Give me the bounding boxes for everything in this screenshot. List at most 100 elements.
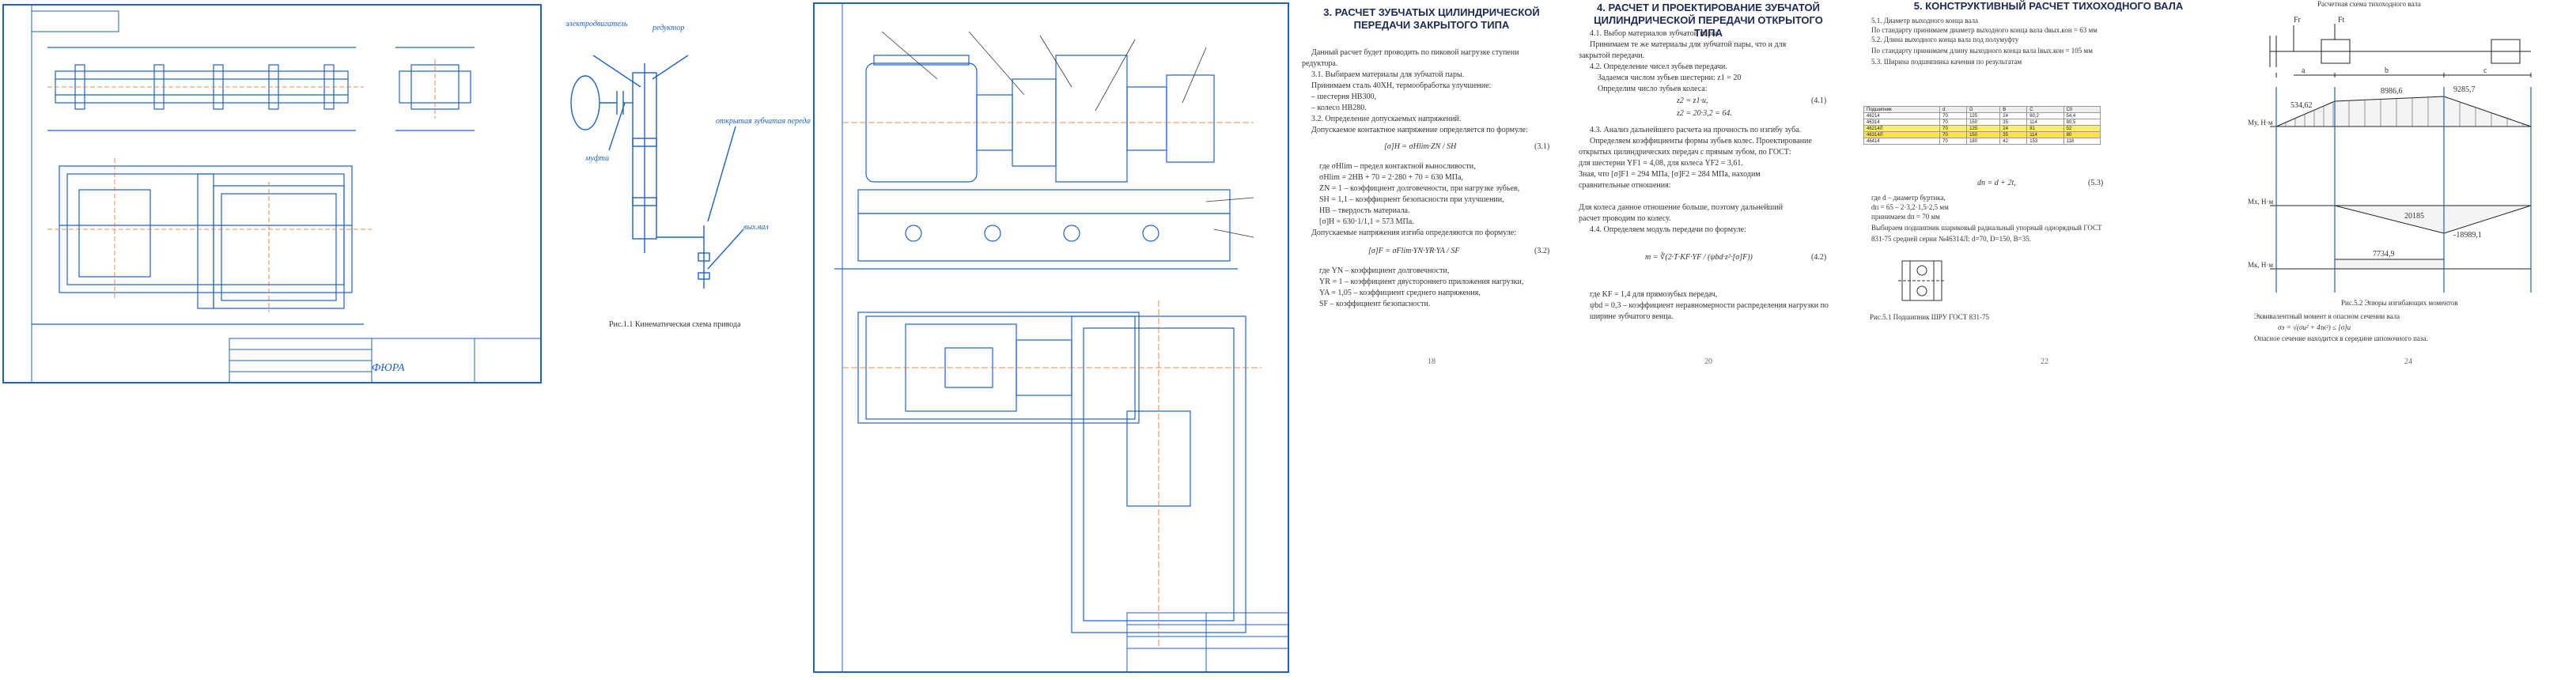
s3-line-6: 3.2. Определение допускаемых напряжений. [1311,115,1462,123]
moment-value-5: -18989,1 [2453,231,2482,240]
moment-value-4: 20185 [2404,212,2424,221]
s6-line-1: σэ = √(σи² + 4τк²) ≤ [σ]и [2278,323,2351,331]
s3-line-16: YR = 1 – коэффициент двустороннего прило… [1319,278,1524,286]
axis-a: a [2302,66,2306,75]
s3-formula-1: [σ]H = σHlim·ZN / SH [1384,142,1457,151]
s3-line-9: σHlim = 2HB + 70 = 2·280 + 70 = 630 МПа, [1319,173,1463,182]
s4-line-5: Определим число зубьев колеса: [1598,85,1708,93]
sheet-frame-drawing: ФЮРА [0,0,546,387]
table-cell: 46414 [1863,138,1941,145]
sheet-kinematic-scheme: электродвигатель редуктор муфта открытая… [546,0,818,387]
s4-line-7: Определяем коэффициенты формы зубьев кол… [1590,137,1812,145]
s4-formula-2: m = ∛(2·T·KF·YF / (ψbd·z²·[σ]F)) [1645,253,1753,262]
s5-line-1: По стандарту принимаем диаметр выходного… [1871,26,2097,34]
s3-line-2: 3.1. Выбираем материалы для зубчатой пар… [1311,70,1465,79]
section-3-title: 3. РАСЧЕТ ЗУБЧАТЫХ ЦИЛИНДРИЧЕСКОЙ ПЕРЕДА… [1323,6,1540,31]
s5-formula-no: (5.3) [2088,179,2104,187]
page-number-4: 20 [1704,357,1712,366]
s4-line-0: 4.1. Выбор материалов зубчатой пары. [1590,29,1719,38]
table-cell: 70 [1939,119,1968,126]
label-fr: Fr [2294,16,2301,25]
s5-formula: dп = d + 2t, [1977,179,2016,187]
sheet-assembly-drawing [811,0,1293,676]
kinematic-scheme-svg [570,55,744,289]
table-cell: D [1966,106,2001,113]
moment-value-3: 9285,7 [2453,85,2476,94]
label-motor: электродвигатель [566,20,628,28]
s5-line-7: принимаем dп = 70 мм [1871,213,1940,221]
s4-line-14: 4.4. Определяем модуль передачи по форму… [1590,225,1746,234]
s3-line-15: где YN – коэффициент долговечности, [1319,266,1450,275]
moment-value-2: 8986,6 [2381,87,2403,96]
s3-formula-2-no: (3.2) [1534,247,1550,255]
label-my: My, H·м [2248,119,2273,127]
table-cell: 118 [2063,138,2101,145]
moment-value-1: 534,62 [2290,101,2313,110]
table-cell: 70 [1939,125,1968,132]
s5-line-5: где d – диаметр буртика, [1871,194,1946,202]
s3-line-10: ZN = 1 – коэффициент долговечности, при … [1319,184,1520,193]
s4-line-8: открытых цилиндрических передач с прямым… [1579,148,1791,157]
label-coupling: муфта [585,154,610,163]
table-cell: 46214Л [1863,125,1941,132]
table-cell: 52 [2063,125,2101,132]
s4-line-12: Для колеса данное отношение больше, поэт… [1579,203,1783,212]
s3-line-13: [σ]H = 630·1/1,1 = 573 МПа. [1319,217,1414,226]
table-cell: 80,5 [2063,119,2101,126]
page-number-6: 24 [2404,357,2412,366]
axis-c: c [2483,66,2487,75]
s4-line-16: ψbd = 0,3 – коэффициент неравномерности … [1590,301,1829,310]
assembly-drawing-svg [813,2,1289,673]
table-cell: 54,4 [2063,112,2101,119]
s6-line-2: Опасное сечение находится в середине шпо… [2254,334,2428,342]
s3-line-5: – колесо НВ280. [1311,104,1367,112]
table-cell: 114 [2026,131,2064,138]
table-cell: 46214 [1863,112,1941,119]
label-mk: Mк, H·м [2248,261,2274,269]
table-cell: 24 [1999,112,2028,119]
table-cell: 70 [1939,131,1968,138]
label-open-gear: открытая зубчатая передача [716,117,818,126]
s4-formula-1b: z2 = 20·3,2 = 64. [1677,109,1732,118]
s3-line-7: Допускаемое контактное напряжение опреде… [1311,126,1528,134]
section-5-title: 5. КОНСТРУКТИВНЫЙ РАСЧЕТ ТИХОХОДНОГО ВАЛ… [1913,0,2184,12]
table-cell: 150 [1966,119,2001,126]
shaft-diagram-svg [2269,24,2532,293]
section-4-title: 4. РАСЧЕТ И ПРОЕКТИРОВАНИЕ ЗУБЧАТОЙ ЦИЛИ… [1594,2,1823,39]
table-cell: 35 [1999,131,2028,138]
table-cell: 46314Л [1863,131,1941,138]
s3-line-3: Принимаем сталь 40ХН, термообработка улу… [1311,81,1492,90]
table-cell: C0 [2063,106,2101,113]
doc-page-shaft-diagrams: Расчетная схема тихоходного вала [2246,0,2570,372]
page-number-3: 18 [1428,357,1436,366]
s6-line-0: Эквивалентный момент в опасном сечении в… [2254,312,2400,320]
table-cell: 42 [1999,138,2028,145]
axis-b: b [2385,66,2389,75]
kinematic-caption: Рис.1.1 Кинематическая схема привода [609,320,741,329]
doc-page-section-3: 3. РАСЧЕТ ЗУБЧАТЫХ ЦИЛИНДРИЧЕСКОЙ ПЕРЕДА… [1297,0,1566,372]
s4-line-11: сравнительные отношения: [1579,181,1671,190]
s3-line-17: YA = 1,05 – коэффициент среднего напряже… [1319,289,1481,297]
s5-line-9: 831-75 средней серии №46314Л: d=70, D=15… [1871,235,2031,243]
label-mx: Mx, H·м [2248,198,2274,206]
s4-line-17: ширине зубчатого венца. [1590,312,1674,321]
s5-line-8: Выбираем подшипник шариковый радиальный … [1871,224,2102,232]
s4-line-2: закрытой передачи. [1579,51,1645,60]
s3-line-1: редуктора. [1302,59,1338,68]
s3-line-4: – шестерня НВ300, [1311,93,1376,101]
label-ft: Ft [2338,16,2345,25]
bearing-figure-caption: Рис.5.1 Подшипник ШРУ ГОСТ 831-75 [1870,313,1990,321]
s4-line-3: 4.2. Определение чисел зубьев передачи. [1590,62,1727,71]
s3-line-18: SF – коэффициент безопасности. [1319,300,1431,308]
moment-value-6: 7734,9 [2373,250,2395,259]
table-cell: 24 [1999,125,2028,132]
table-cell: 153 [2026,138,2064,145]
s3-formula-1-no: (3.1) [1534,142,1550,151]
s4-formula-1: z2 = z1·u, [1677,96,1708,105]
page-number-5: 22 [2041,357,2048,366]
table-cell: C [2026,106,2064,113]
s5-line-4: 5.3. Ширина подшипника качения по резуль… [1871,58,2022,66]
